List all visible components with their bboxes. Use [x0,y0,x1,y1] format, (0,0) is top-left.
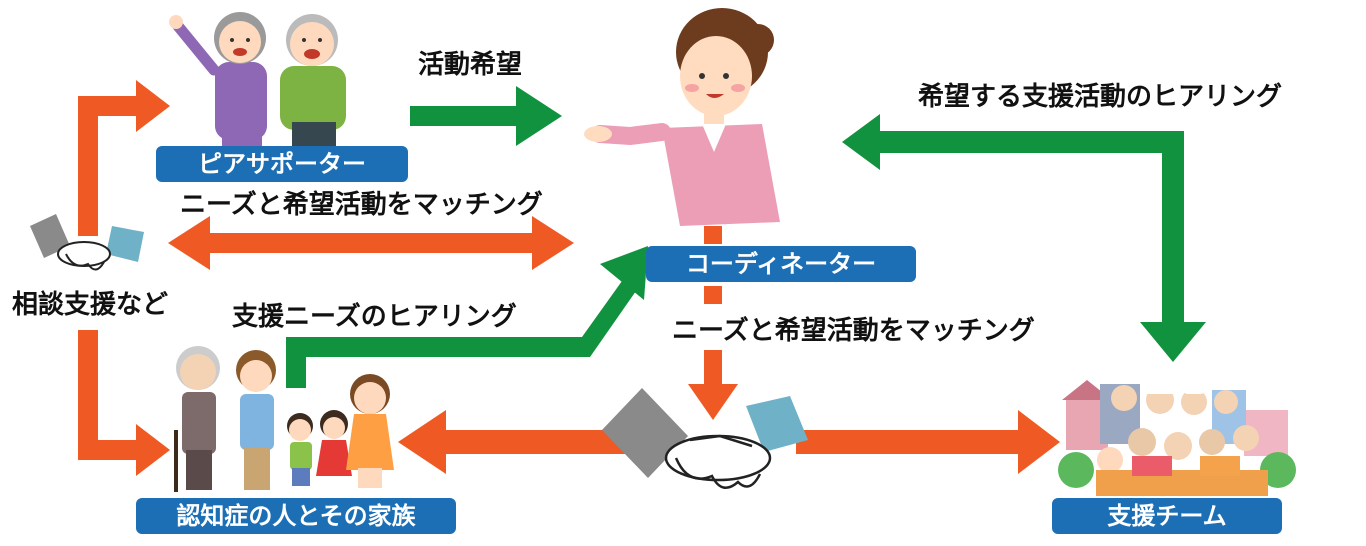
arrow-activity-wish [410,86,562,146]
node-coordinator: コーディネーター [646,246,916,282]
node-family: 認知症の人とその家族 [136,498,456,534]
peer-supporters-illustration [169,12,346,152]
label-hearing-support-activity: 希望する支援活動のヒアリング [918,82,1283,112]
handshake-icon [30,214,144,271]
label-consultation-support: 相談支援など [12,290,169,320]
node-peer-supporter: ピアサポーター [156,146,408,182]
node-support-team: 支援チーム [1052,498,1282,534]
label-activity-wish: 活動希望 [418,50,523,80]
arrow-matching-bottom [398,410,1060,474]
arrow-hearing-support-activity [842,114,1206,362]
family-illustration [174,346,394,492]
arrow-hearing-support-needs [286,246,648,388]
coordinator-illustration [584,8,780,226]
arrow-consultation-support [78,80,170,476]
support-team-illustration [1058,380,1296,496]
handshake-icon-large [602,388,808,489]
label-matching-top: ニーズと希望活動をマッチング [180,190,543,220]
label-matching-center: ニーズと希望活動をマッチング [672,316,1035,346]
arrow-coordinator-down [688,226,738,420]
label-hearing-support-needs: 支援ニーズのヒアリング [232,302,517,332]
arrow-matching-top [168,216,574,270]
